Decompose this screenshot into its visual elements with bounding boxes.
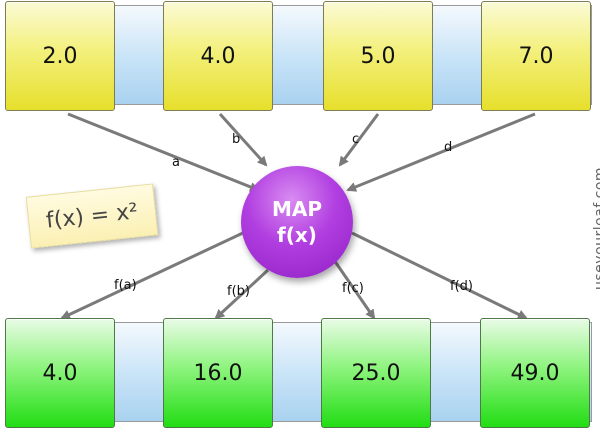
input-value: 4.0	[200, 43, 236, 69]
arrow-fb	[214, 268, 270, 320]
arrow-c	[338, 113, 380, 167]
output-value: 4.0	[42, 360, 78, 386]
arrow-label-a: a	[172, 155, 180, 170]
function-note-text: f(x) = x²	[44, 198, 140, 234]
output-value: 16.0	[193, 360, 243, 386]
input-cell-2: 4.0	[163, 1, 273, 111]
arrow-fa	[60, 230, 246, 320]
watermark-text: useyourloaf.com	[592, 166, 600, 290]
input-cell-1: 2.0	[5, 1, 115, 111]
arrow-label-fc: f(c)	[342, 281, 364, 296]
arrow-label-fa: f(a)	[114, 278, 137, 293]
arrow-fc	[332, 259, 376, 320]
input-cell-4: 7.0	[481, 1, 591, 111]
output-value: 25.0	[351, 360, 401, 386]
output-cell-3: 25.0	[321, 318, 431, 428]
output-cell-4: 49.0	[480, 318, 590, 428]
arrow-label-d: d	[444, 140, 453, 155]
output-cell-1: 4.0	[5, 318, 115, 428]
map-function: f(x)	[277, 223, 317, 247]
output-value: 49.0	[510, 360, 560, 386]
input-cell-3: 5.0	[323, 1, 433, 111]
input-value: 5.0	[360, 43, 396, 69]
arrow-fd	[351, 231, 528, 320]
arrow-label-c: c	[352, 132, 360, 147]
map-function-circle: MAP f(x)	[241, 166, 353, 278]
arrow-a	[67, 112, 260, 192]
arrow-b	[218, 112, 268, 167]
arrow-label-fd: f(d)	[450, 279, 473, 294]
output-cell-2: 16.0	[163, 318, 273, 428]
arrow-d	[346, 112, 536, 192]
input-value: 2.0	[42, 43, 78, 69]
arrow-label-fb: f(b)	[227, 284, 250, 299]
arrow-label-b: b	[232, 132, 241, 147]
map-title: MAP	[271, 197, 323, 221]
input-value: 7.0	[518, 43, 554, 69]
